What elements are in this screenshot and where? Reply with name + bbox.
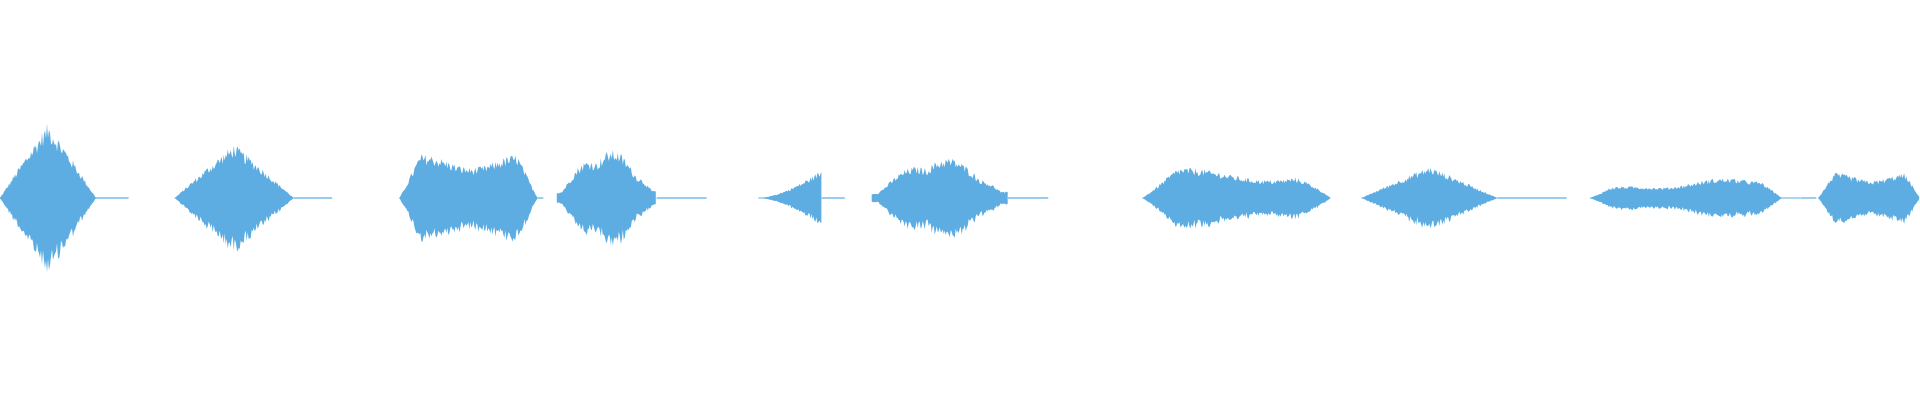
waveform-envelope bbox=[1818, 173, 1920, 224]
waveform-envelope bbox=[871, 158, 1008, 239]
waveform-envelope bbox=[758, 171, 822, 224]
waveform-envelope bbox=[556, 149, 656, 246]
waveform-envelope bbox=[0, 123, 96, 273]
waveform-segment bbox=[0, 123, 129, 273]
waveform-segment bbox=[1361, 168, 1567, 229]
waveform-segment bbox=[556, 149, 707, 246]
waveform-envelope bbox=[1142, 167, 1331, 229]
waveform-segment bbox=[871, 158, 1049, 239]
waveform-segment bbox=[758, 171, 845, 224]
waveform-envelope bbox=[1361, 168, 1498, 229]
waveform-segment bbox=[1818, 173, 1920, 224]
waveform-envelope bbox=[1589, 178, 1801, 218]
waveform-segment bbox=[1142, 167, 1331, 229]
waveform-segment bbox=[1589, 178, 1817, 218]
waveform-segment bbox=[174, 145, 333, 252]
waveform-envelope bbox=[399, 154, 538, 242]
waveform-envelope bbox=[174, 145, 294, 252]
waveform-segment bbox=[399, 154, 544, 242]
